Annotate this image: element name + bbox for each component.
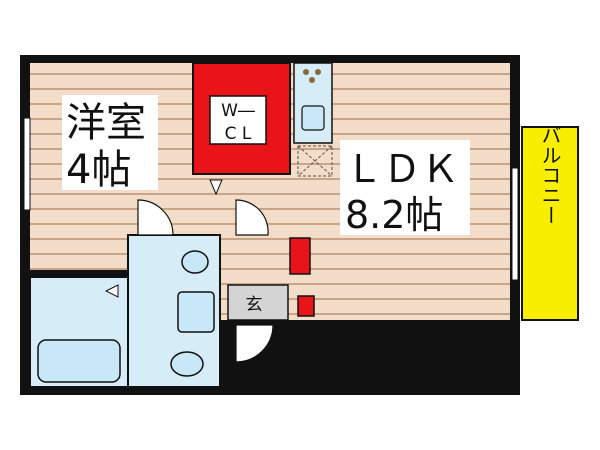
- ldk-name: ＬＤＫ: [345, 147, 459, 191]
- door-swing: [137, 199, 174, 236]
- closet-label-box: [209, 95, 267, 145]
- wash-bowl-icon: [170, 351, 204, 377]
- shoe-storage: [297, 295, 315, 317]
- door-swing: [235, 324, 274, 363]
- bathtub-icon: [37, 339, 121, 383]
- ldk-size: 8.2帖: [345, 193, 443, 237]
- wet-area-door-arrow-icon: [104, 284, 119, 298]
- stove-burner-icon: [303, 69, 309, 75]
- window: [511, 167, 519, 281]
- stove-burner-icon: [315, 69, 321, 75]
- western-room-name: 洋室: [66, 100, 146, 146]
- stove-burner-icon: [309, 77, 315, 83]
- entrance-label: 玄: [246, 295, 263, 315]
- entrance-label-box: [240, 291, 268, 315]
- balcony-label: バルコニー: [538, 125, 562, 225]
- shoe-storage: [289, 237, 311, 275]
- balcony: [521, 126, 579, 321]
- sink-icon: [301, 105, 325, 131]
- ldk-label-box: [340, 140, 470, 235]
- western-room-label-box: [62, 95, 158, 190]
- fridge-space: [297, 145, 333, 177]
- closet-label-line2: C L: [225, 124, 252, 144]
- door-swing: [235, 199, 269, 236]
- closet-label-line1: W―: [221, 101, 255, 121]
- window: [23, 117, 31, 211]
- toilet-icon: [181, 250, 209, 274]
- western-room-size: 4帖: [66, 147, 131, 193]
- closet-door-arrow-icon: [209, 179, 223, 196]
- washbasin-icon: [177, 291, 215, 333]
- kitchen-counter: [293, 62, 333, 144]
